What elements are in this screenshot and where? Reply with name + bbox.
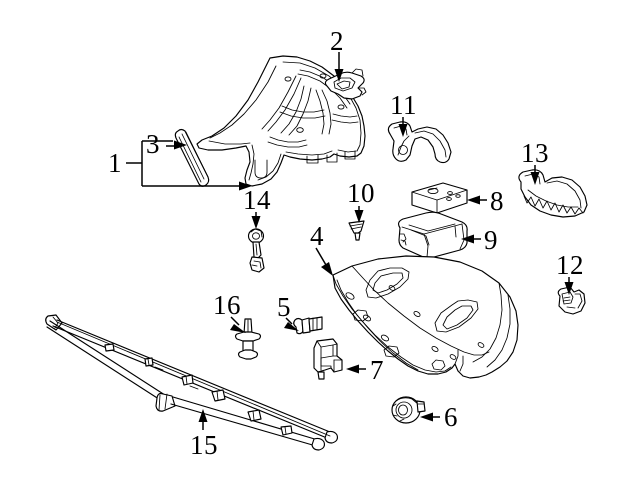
callout-label-15: 15 bbox=[190, 430, 218, 460]
part-push-pin-clip bbox=[348, 220, 365, 241]
rod-clip bbox=[247, 409, 262, 422]
leader-7 bbox=[346, 364, 366, 374]
leader-14 bbox=[251, 212, 261, 229]
part-support-bracket bbox=[313, 338, 343, 380]
leader-9 bbox=[461, 234, 481, 244]
leader-13 bbox=[530, 165, 540, 185]
rod-clip bbox=[181, 374, 194, 386]
leader-1 bbox=[126, 140, 252, 191]
leader-15 bbox=[198, 409, 208, 430]
rod-clip bbox=[280, 425, 293, 436]
leader-6 bbox=[420, 412, 440, 422]
callout-label-5: 5 bbox=[277, 292, 291, 322]
leader-16 bbox=[230, 316, 246, 333]
leader-2 bbox=[334, 52, 344, 82]
callout-label-14: 14 bbox=[243, 185, 271, 215]
part-grip-handle-cover bbox=[518, 169, 588, 218]
callout-label-6: 6 bbox=[444, 402, 458, 432]
rod-clip bbox=[144, 357, 154, 367]
leader-8 bbox=[467, 195, 487, 205]
part-small-retainer-clip bbox=[557, 286, 586, 315]
part-grommet-bushing bbox=[391, 396, 426, 424]
leader-4 bbox=[315, 247, 333, 276]
rod-clip bbox=[211, 389, 226, 402]
leader-3 bbox=[166, 140, 187, 150]
rod-clip bbox=[104, 343, 115, 352]
callout-label-10: 10 bbox=[347, 178, 375, 208]
leader-12 bbox=[564, 277, 574, 295]
part-push-rivet bbox=[234, 318, 262, 360]
callout-label-11: 11 bbox=[390, 90, 417, 120]
callout-label-7: 7 bbox=[370, 355, 384, 385]
part-retainer-clip bbox=[324, 68, 367, 100]
part-lock-striker-assembly bbox=[247, 228, 265, 273]
part-assist-grip-handle bbox=[387, 121, 452, 164]
part-package-tray-panel bbox=[332, 255, 519, 379]
leader-11 bbox=[398, 117, 408, 137]
part-trim-molding-strip bbox=[174, 128, 210, 187]
callout-label-1: 1 bbox=[108, 148, 122, 178]
leader-10 bbox=[354, 206, 364, 223]
callout-label-8: 8 bbox=[490, 186, 504, 216]
part-tray-housing bbox=[397, 211, 468, 259]
callout-label-13: 13 bbox=[521, 138, 549, 168]
callout-label-3: 3 bbox=[146, 129, 160, 159]
callout-label-4: 4 bbox=[310, 221, 324, 251]
callout-label-12: 12 bbox=[556, 250, 584, 280]
callout-label-16: 16 bbox=[213, 290, 241, 320]
callout-label-2: 2 bbox=[330, 26, 344, 56]
part-bolt-screw bbox=[293, 316, 323, 335]
part-torsion-bar-hinge-rod bbox=[45, 314, 339, 451]
part-speaker-grille-cover bbox=[411, 182, 468, 214]
callout-label-9: 9 bbox=[484, 225, 498, 255]
leader-5 bbox=[284, 317, 299, 331]
